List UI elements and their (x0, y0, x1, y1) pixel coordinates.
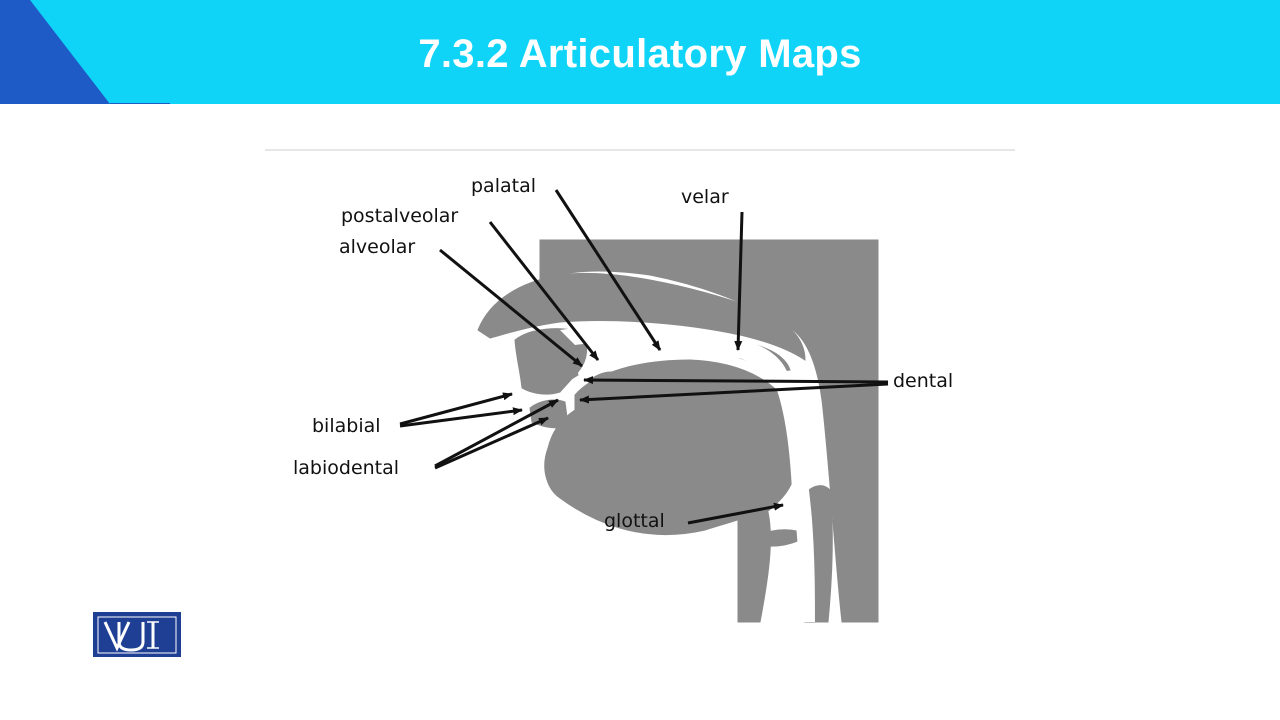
larynx (737, 509, 771, 623)
label-labiodental: labiodental (293, 457, 399, 479)
dental-arrow-upper (583, 376, 889, 385)
labiodental-arrow-upper (434, 398, 559, 468)
label-arrows (399, 189, 889, 525)
bilabial-arrow-upper (399, 392, 513, 426)
label-dental: dental (893, 370, 953, 392)
vu-logo-mark (97, 616, 177, 653)
vu-logo (93, 612, 181, 657)
tongue-tip (589, 371, 621, 386)
palatal-arrow (554, 189, 662, 351)
articulatory-map-diagram: palatal velar postalveolar alveolar dent… (265, 149, 1015, 623)
postalveolar-arrow (488, 221, 600, 361)
velar-arrow (734, 211, 744, 351)
hard-palate (477, 272, 806, 361)
dental-arrow-lower (579, 382, 889, 404)
label-alveolar: alveolar (339, 236, 415, 258)
label-glottal: glottal (604, 510, 665, 532)
header-corner-decoration (0, 0, 170, 104)
label-velar: velar (681, 186, 729, 208)
lower-teeth (585, 401, 617, 419)
label-postalveolar: postalveolar (341, 205, 458, 227)
label-palatal: palatal (471, 175, 536, 197)
label-bilabial: bilabial (312, 415, 381, 437)
header-bar (0, 0, 1280, 104)
vocal-tract-shapes (477, 239, 879, 623)
slide-title: 7.3.2 Articulatory Maps (418, 32, 862, 76)
alveolar-arrow (439, 248, 583, 368)
labiodental-arrow-lower (434, 416, 549, 470)
bilabial-arrow-lower (399, 407, 523, 428)
glottal-arrow (687, 502, 784, 525)
